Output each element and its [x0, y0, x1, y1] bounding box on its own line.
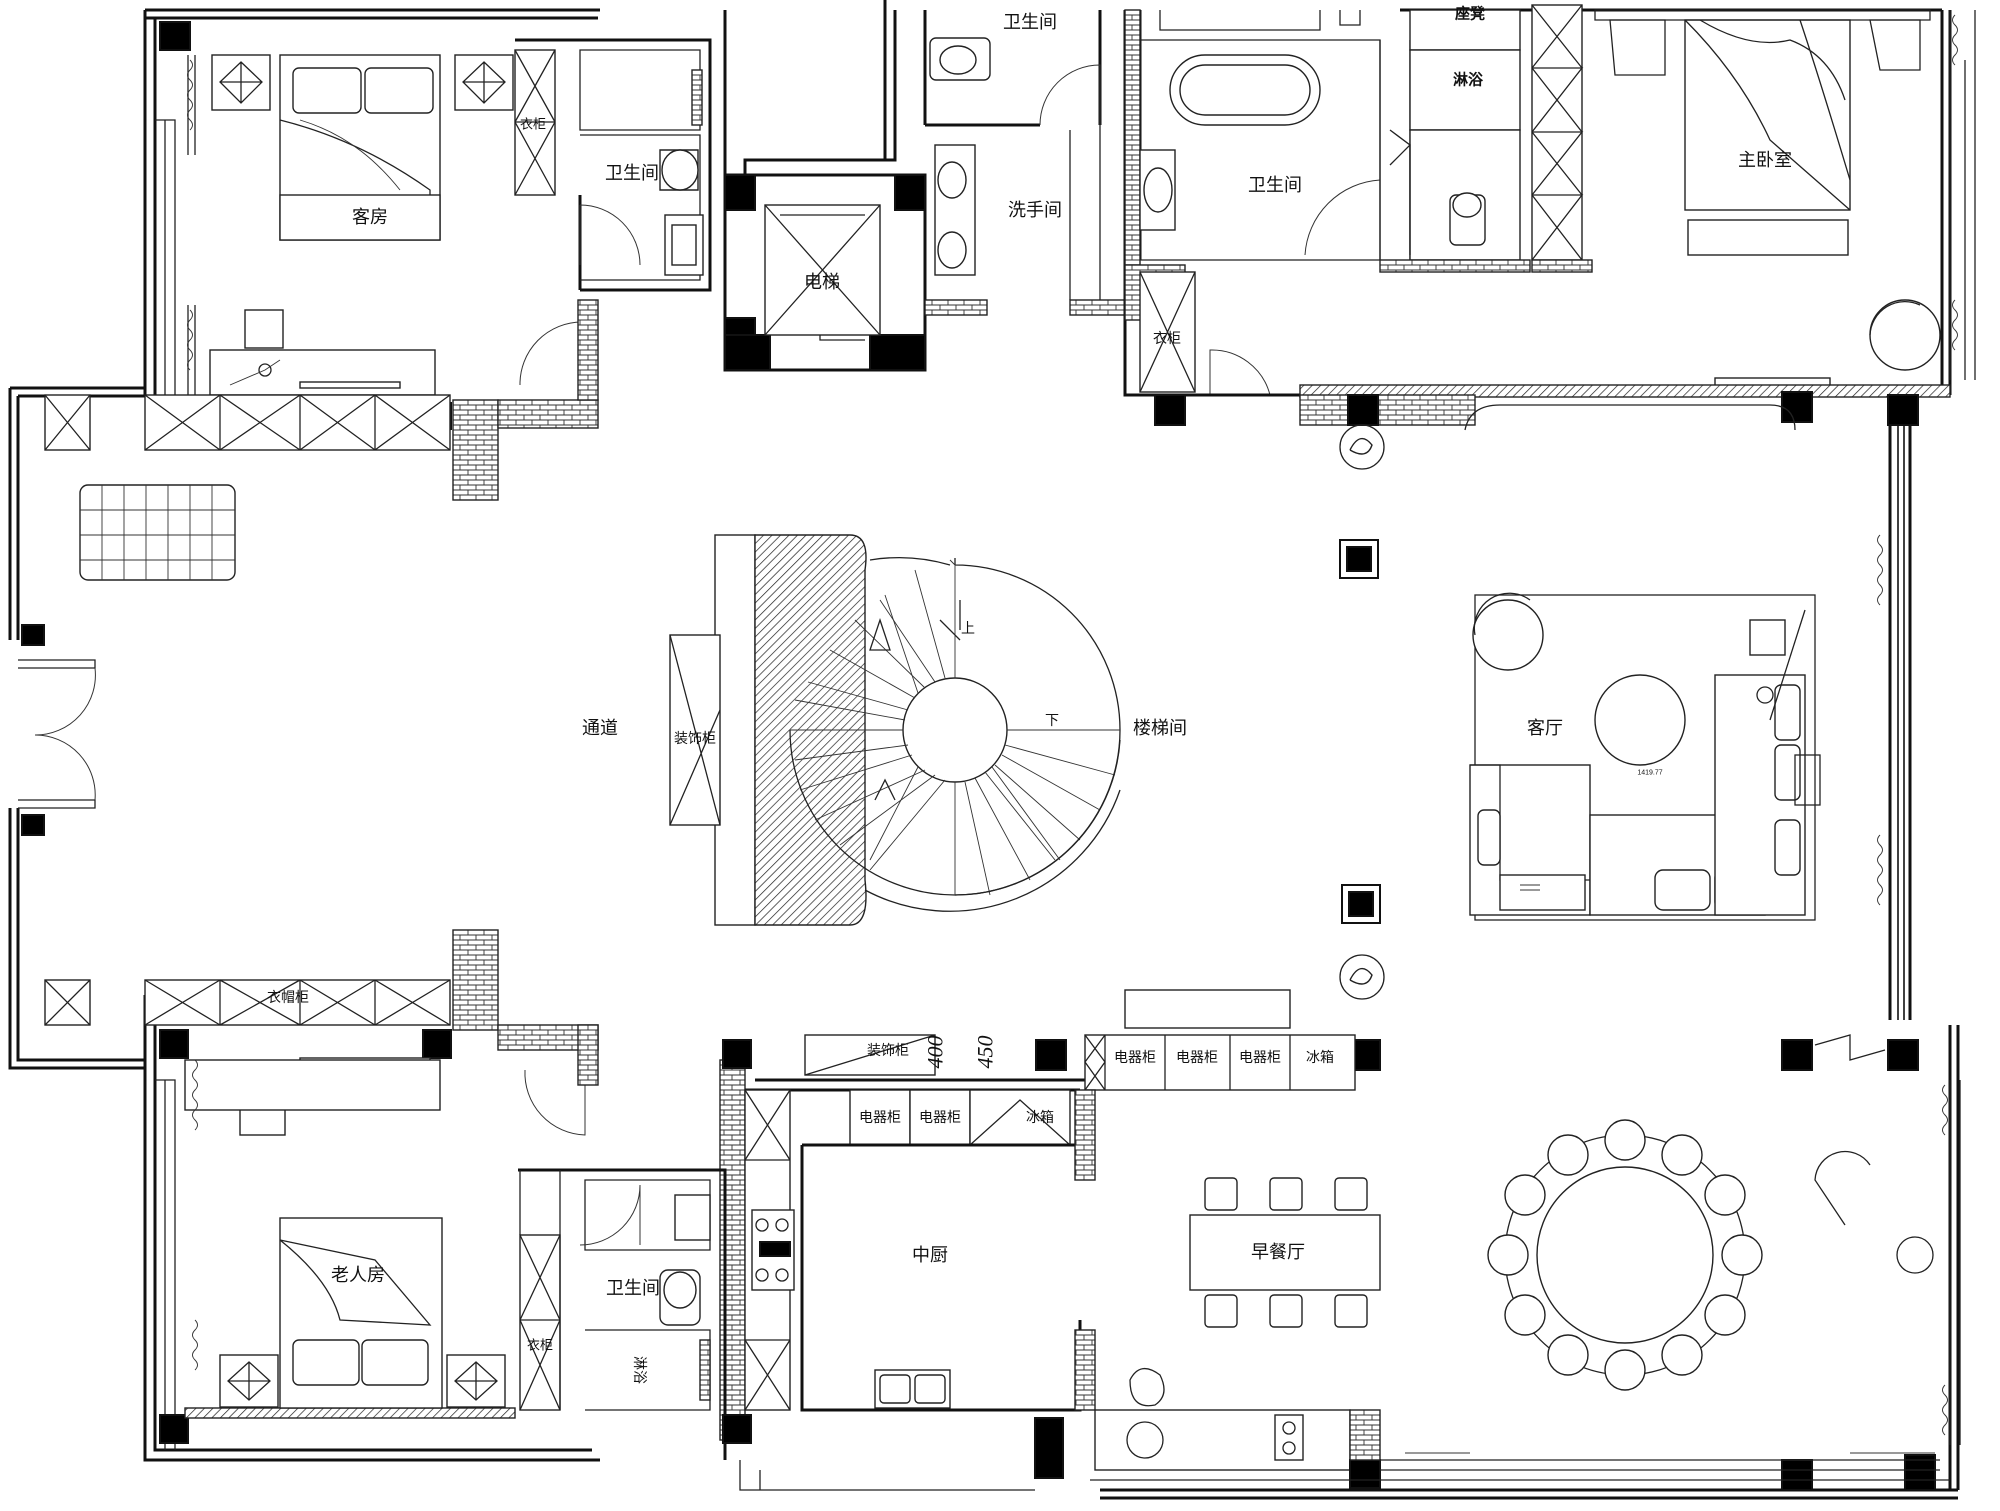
label-wardrobe-guest: 衣柜	[520, 117, 546, 132]
guest-room	[159, 21, 514, 430]
south-wall	[739, 1080, 1961, 1491]
label-fridge-1: 冰箱	[1306, 1049, 1334, 1065]
label-appliance-4: 电器柜	[859, 1109, 901, 1125]
label-bath-elder: 卫生间	[606, 1278, 660, 1298]
label-stair-down: 下	[1045, 712, 1059, 728]
label-corridor: 通道	[582, 718, 618, 738]
master-bed	[1684, 19, 1851, 211]
stairwell	[669, 534, 1121, 926]
master-south-wall	[1125, 384, 1951, 431]
label-appliance-5: 电器柜	[919, 1109, 961, 1125]
label-guest-bath: 卫生间	[605, 163, 659, 183]
label-appliance-1: 电器柜	[1114, 1049, 1156, 1065]
label-stool: 座凳	[1454, 5, 1485, 23]
label-stairwell: 楼梯间	[1133, 718, 1187, 738]
living-room	[1469, 592, 1821, 921]
label-shower-master: 淋浴	[1453, 71, 1484, 89]
label-sofa-dim: 1419.77	[1637, 770, 1662, 777]
label-breakfast: 早餐厅	[1251, 1242, 1305, 1262]
label-stair-up: 上	[961, 620, 975, 636]
label-dim-450: 450	[973, 1036, 998, 1069]
elder-bath	[518, 1168, 727, 1460]
label-elevator: 电梯	[804, 272, 840, 292]
wardrobe-master	[1139, 271, 1271, 396]
label-wash-room: 洗手间	[1008, 200, 1062, 220]
floor-lamp-bottom	[1339, 954, 1385, 1000]
label-bath-master: 卫生间	[1248, 175, 1302, 195]
label-kitchen-display-cabinet: 装饰柜	[867, 1042, 909, 1058]
label-shower-elder: 淋浴	[632, 1356, 648, 1384]
breakfast-table	[1189, 1214, 1381, 1291]
wardrobe-column	[1531, 4, 1593, 273]
label-elder-room: 老人房	[331, 1265, 385, 1285]
label-wardrobe-master: 衣柜	[1153, 330, 1181, 346]
label-living-room: 客厅	[1527, 718, 1563, 738]
wardrobe-guest	[514, 49, 556, 196]
label-bath-top: 卫生间	[1003, 12, 1057, 32]
entrance-door[interactable]	[18, 624, 96, 836]
guest-room-door	[519, 321, 583, 386]
label-dim-400: 400	[923, 1036, 948, 1069]
wardrobe-hat	[44, 979, 451, 1026]
master-bedroom	[1594, 9, 1941, 387]
bench-seating	[79, 484, 236, 581]
elder-room	[159, 1029, 516, 1444]
label-display-cabinet: 装饰柜	[674, 730, 716, 746]
window-left-top	[155, 119, 176, 395]
breakfast-room	[1034, 1177, 1381, 1489]
label-wardrobe-elder: 衣柜	[527, 1338, 553, 1353]
window-left-bottom	[155, 1079, 176, 1450]
label-appliance-3: 电器柜	[1239, 1049, 1281, 1065]
wash-room	[923, 10, 1126, 316]
elevator-shaft	[723, 173, 927, 372]
label-wardrobe-hat: 衣帽柜	[267, 989, 309, 1005]
dining-table	[1487, 1034, 1934, 1391]
guest-bath	[515, 38, 712, 292]
wardrobe-band-top	[44, 394, 451, 451]
floor-lamp-top	[1339, 424, 1385, 470]
label-guest-room: 客房	[352, 207, 388, 227]
window-right-top	[1949, 10, 1976, 380]
label-appliance-2: 电器柜	[1176, 1049, 1218, 1065]
elder-room-door	[524, 1069, 586, 1136]
label-fridge-2: 冰箱	[1026, 1109, 1054, 1125]
elevator-wall	[723, 0, 897, 175]
label-master-bedroom: 主卧室	[1738, 150, 1792, 170]
kitchen	[722, 1034, 1381, 1444]
label-kitchen: 中厨	[912, 1245, 948, 1265]
